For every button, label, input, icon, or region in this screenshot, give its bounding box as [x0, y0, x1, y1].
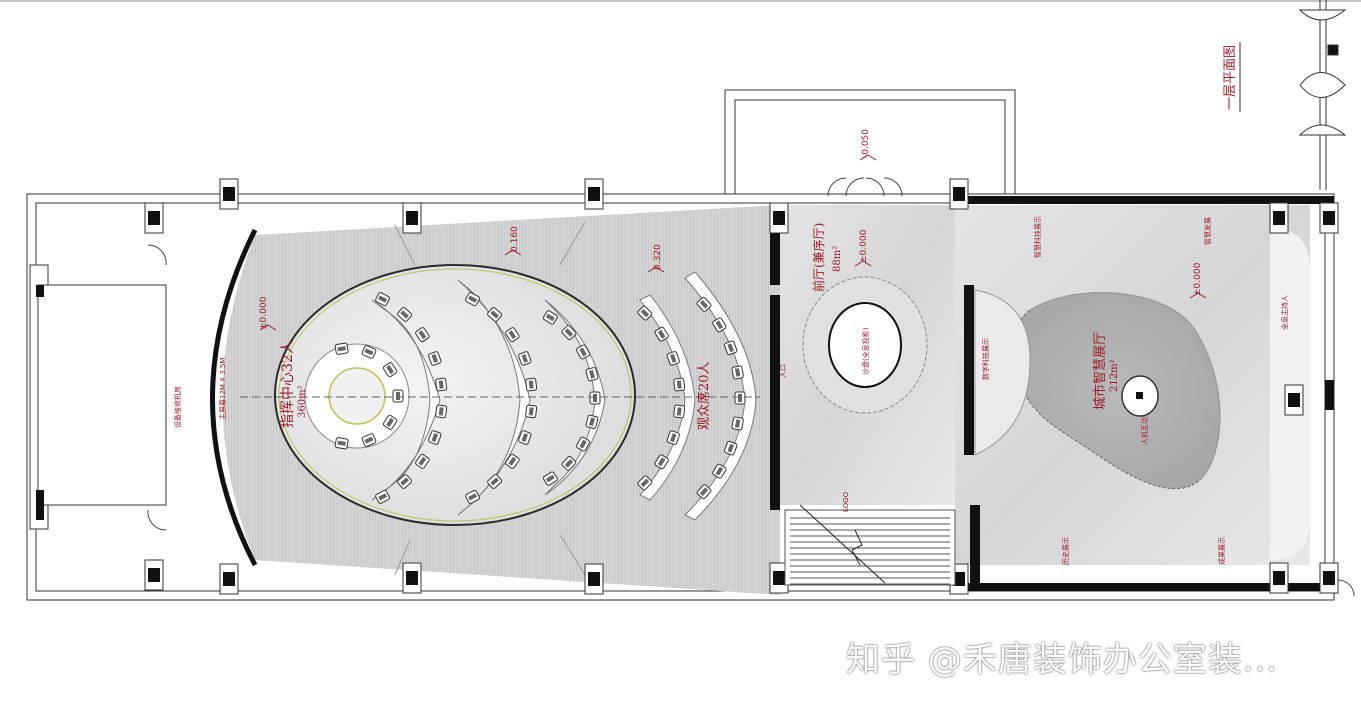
- seat: [465, 292, 481, 307]
- seat: [561, 455, 577, 471]
- label-host-desk: 全息主持人: [1280, 295, 1289, 330]
- seat: [637, 305, 653, 321]
- seat: [375, 489, 391, 504]
- level-1: 0.160: [510, 226, 520, 252]
- room-command-center-area: 360m²: [297, 385, 308, 418]
- seat: [666, 351, 680, 366]
- seat-group: [334, 292, 746, 504]
- outer-walls: [26, 89, 1335, 601]
- seat: [637, 475, 653, 491]
- seat: [731, 416, 744, 431]
- command-oval: [274, 264, 636, 526]
- level-0: ±0.000: [259, 296, 269, 330]
- seat: [361, 345, 377, 359]
- seat: [415, 327, 430, 343]
- level-2: 0.320: [653, 244, 663, 270]
- seat: [723, 440, 738, 456]
- level-markers: [259, 154, 1207, 331]
- seat: [518, 351, 532, 366]
- seat: [505, 453, 520, 469]
- seat: [505, 327, 520, 343]
- label-interaction: 人机互动: [1140, 417, 1149, 445]
- seat: [415, 453, 430, 469]
- seat: [542, 471, 558, 486]
- seat: [696, 484, 712, 500]
- sand-table: [828, 302, 902, 388]
- seat: [731, 365, 744, 380]
- seat: [585, 367, 599, 382]
- seat: [397, 307, 413, 322]
- seat: [666, 430, 680, 445]
- seat: [334, 437, 349, 450]
- stair-symbol: [1298, 0, 1347, 190]
- seat: [654, 454, 669, 470]
- seat: [712, 317, 727, 333]
- room-exhibition-name: 城市智慧展厅: [1092, 332, 1108, 410]
- label-smart-display: 智慧科技展示: [1033, 216, 1042, 258]
- arc-desks: [371, 271, 757, 521]
- label-main-screen: 主屏幕12M X 3.5M: [218, 358, 227, 420]
- seat: [696, 296, 712, 312]
- level-4: ±0.000: [1193, 262, 1203, 296]
- room-lobby-area: 88m²: [832, 246, 843, 272]
- label-digital-display: 数字科技展示: [981, 338, 990, 380]
- label-equipment-room: 设备维修机房: [173, 386, 182, 428]
- seat: [585, 414, 599, 429]
- label-sand-table: 沙盘(全息投影): [861, 327, 870, 375]
- seat: [654, 326, 669, 342]
- level-3: ±0.000: [859, 229, 869, 263]
- seat: [435, 404, 448, 419]
- label-entrance: 入口: [779, 364, 787, 378]
- seat: [561, 325, 577, 341]
- seat: [487, 474, 503, 489]
- main-screen-wall: [210, 228, 258, 567]
- seat: [375, 292, 391, 307]
- seat: [382, 414, 398, 430]
- room-command-center-name: 指挥中心32人: [280, 340, 296, 428]
- staircase: [784, 504, 956, 586]
- seat: [465, 489, 481, 504]
- seat: [723, 340, 738, 356]
- seat: [397, 474, 413, 489]
- drawing-title: 一层平面图: [1223, 45, 1238, 110]
- seat: [382, 362, 398, 378]
- label-history-display: 历史展示: [1061, 537, 1070, 565]
- seat: [428, 351, 442, 366]
- seat: [518, 430, 532, 445]
- label-smart-development: 智慧发展: [1203, 217, 1212, 245]
- seat: [392, 389, 404, 403]
- seat: [673, 404, 686, 419]
- seat: [712, 463, 727, 479]
- level-5: -0.050: [861, 129, 871, 158]
- room-audience-name: 观众席20人: [696, 361, 712, 430]
- seat: [334, 342, 349, 355]
- room-lobby-name: 前厅(兼序厅): [811, 223, 826, 292]
- seat: [525, 377, 538, 392]
- seat: [589, 391, 601, 405]
- seat: [576, 344, 591, 360]
- seat: [487, 307, 503, 322]
- seat: [734, 391, 746, 405]
- seat: [428, 430, 442, 445]
- watermark: 知乎 @禾唐装饰办公室装...: [846, 640, 1279, 680]
- seat: [361, 433, 377, 447]
- seat: [525, 404, 538, 419]
- room-exhibition-area: 212m²: [1109, 359, 1120, 392]
- label-achievement-display: 成果展示: [1217, 537, 1226, 565]
- seat: [542, 310, 558, 325]
- seat: [576, 436, 591, 452]
- seat: [673, 377, 686, 392]
- column-group: [144, 178, 1339, 595]
- label-logo: LOGO: [842, 491, 850, 512]
- doors: [147, 177, 1355, 597]
- seat: [435, 377, 448, 392]
